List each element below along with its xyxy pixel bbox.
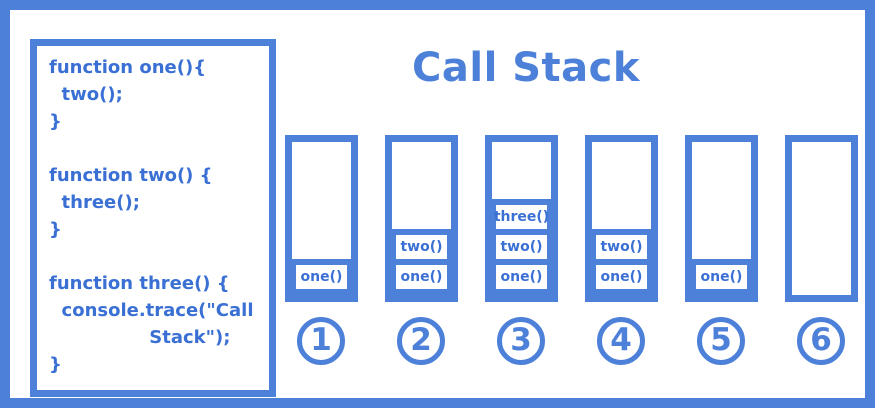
stack-frame-two: two() xyxy=(596,235,647,259)
code-text: function one(){ two(); } function two() … xyxy=(49,57,254,375)
stack-column-6 xyxy=(785,135,858,302)
step-number: 5 xyxy=(710,322,732,358)
stack-column-1: one() xyxy=(285,135,358,302)
stack-frame-three: three() xyxy=(494,205,549,229)
step-circle-6: 6 xyxy=(797,317,845,365)
stack-frame-two: two() xyxy=(396,235,447,259)
step-number: 1 xyxy=(310,322,332,358)
stack-frame-one: one() xyxy=(396,265,447,289)
step-circles-row: 1 2 3 4 5 6 xyxy=(297,317,845,365)
step-circle-1: 1 xyxy=(297,317,345,365)
step-circle-5: 5 xyxy=(697,317,745,365)
stack-frames: one() xyxy=(292,259,351,295)
step-number: 6 xyxy=(810,322,832,358)
step-circle-2: 2 xyxy=(397,317,445,365)
stacks-row: one() two() one() three() two() one() two() one… xyxy=(285,135,858,302)
stack-frame-one: one() xyxy=(296,265,347,289)
stack-column-4: two() one() xyxy=(585,135,658,302)
step-number: 3 xyxy=(510,322,532,358)
step-circle-4: 4 xyxy=(597,317,645,365)
stack-column-3: three() two() one() xyxy=(485,135,558,302)
stack-frame-two: two() xyxy=(496,235,547,259)
step-number: 4 xyxy=(610,322,632,358)
stack-frame-one: one() xyxy=(696,265,747,289)
stack-frames: two() one() xyxy=(592,229,651,295)
code-panel: function one(){ two(); } function two() … xyxy=(30,39,276,397)
page-title: Call Stack xyxy=(412,45,640,91)
step-number: 2 xyxy=(410,322,432,358)
stack-frames: two() one() xyxy=(392,229,451,295)
stack-frame-one: one() xyxy=(596,265,647,289)
stack-frames: one() xyxy=(692,259,751,295)
stack-column-5: one() xyxy=(685,135,758,302)
stack-column-2: two() one() xyxy=(385,135,458,302)
stack-frame-one: one() xyxy=(496,265,547,289)
stack-frames: three() two() one() xyxy=(492,199,551,295)
step-circle-3: 3 xyxy=(497,317,545,365)
